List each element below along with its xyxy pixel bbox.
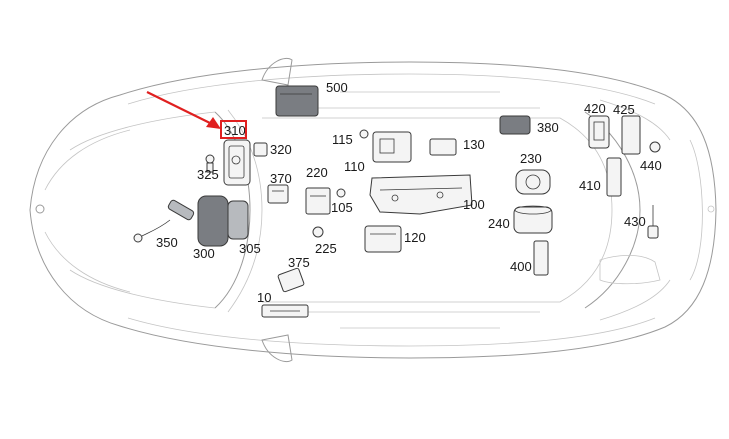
label-320: 320 (270, 142, 292, 157)
label-440: 440 (640, 158, 662, 173)
part-305-cover (227, 200, 249, 240)
label-110: 110 (344, 159, 365, 174)
part-300-cover (197, 195, 229, 247)
part-230-speaker (515, 169, 551, 195)
part-420-sensor (588, 115, 610, 149)
label-430: 430 (624, 214, 646, 229)
label-240: 240 (488, 216, 510, 231)
part-350-cable-sensor (133, 199, 195, 243)
label-100: 100 (463, 197, 485, 212)
label-10: 10 (257, 290, 271, 305)
label-370: 370 (270, 171, 292, 186)
part-320-pad (253, 142, 268, 157)
label-310: 310 (224, 123, 246, 138)
part-240-cylinder (513, 205, 553, 234)
part-labels: 500 420 425 310 115 380 320 130 110 440 … (156, 80, 662, 305)
part-130-connector (429, 138, 457, 156)
label-325: 325 (197, 167, 219, 182)
part-440-screw (649, 141, 661, 153)
part-100-frame (369, 174, 473, 215)
highlight-box (220, 120, 247, 139)
part-380-module (499, 115, 531, 135)
label-400: 400 (510, 259, 532, 274)
highlight-310 (146, 91, 247, 139)
label-425: 425 (613, 102, 635, 117)
label-410: 410 (579, 178, 601, 193)
part-375-sensor (277, 267, 305, 293)
car-body-outline (29, 57, 717, 363)
part-115-screw (359, 129, 369, 139)
pointer-arrowhead (206, 117, 221, 129)
label-130: 130 (463, 137, 485, 152)
label-225: 225 (315, 241, 337, 256)
label-105: 105 (331, 200, 353, 215)
part-105-screw (336, 188, 346, 198)
part-425-bracket (621, 115, 641, 155)
part-10-unit (261, 304, 309, 318)
part-370-bracket (267, 184, 289, 204)
part-225-screw (312, 226, 324, 238)
part-400-bracket (533, 240, 549, 276)
label-420: 420 (584, 101, 606, 116)
part-430-sensor (647, 205, 659, 239)
label-380: 380 (537, 120, 559, 135)
part-120-module (364, 225, 402, 253)
label-120: 120 (404, 230, 426, 245)
part-500-module (275, 85, 319, 117)
part-220-box (305, 187, 331, 215)
label-350: 350 (156, 235, 178, 250)
part-110-module (372, 131, 412, 163)
label-115: 115 (332, 132, 353, 147)
label-305: 305 (239, 241, 261, 256)
label-300: 300 (193, 246, 215, 261)
pointer-arrow (146, 91, 215, 126)
label-500: 500 (326, 80, 348, 95)
part-410-strip (606, 157, 622, 197)
part-310-sensor (223, 139, 251, 186)
part-325-bolt (205, 154, 215, 173)
label-220: 220 (306, 165, 328, 180)
label-230: 230 (520, 151, 542, 166)
label-375: 375 (288, 255, 310, 270)
